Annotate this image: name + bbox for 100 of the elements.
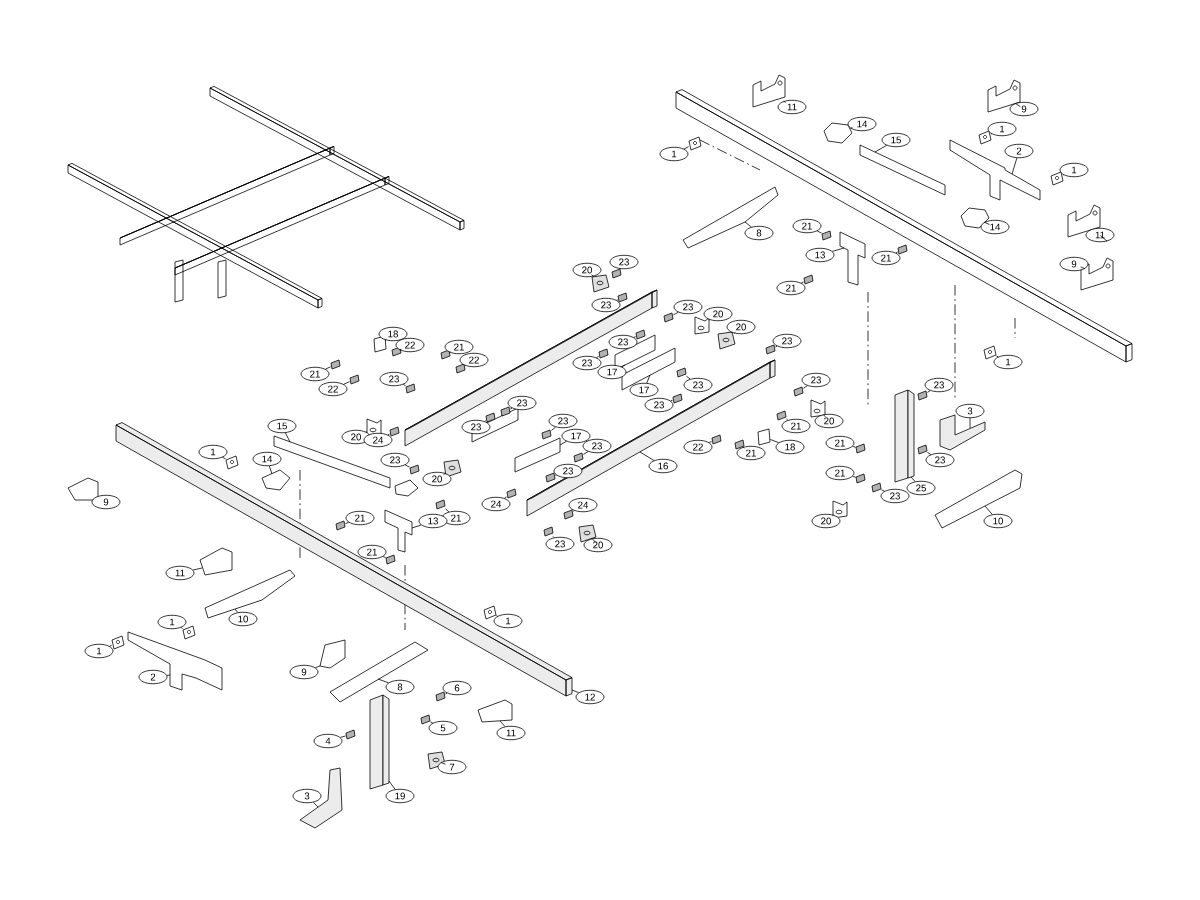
leader-line — [552, 536, 555, 538]
corner-bracket — [694, 316, 710, 335]
leader-line — [881, 489, 885, 492]
slot-nut — [545, 472, 556, 483]
leader-line — [709, 319, 711, 321]
callout-number: 20 — [703, 306, 733, 322]
extrusion-post — [369, 694, 390, 790]
slot-nut — [871, 482, 882, 493]
slot-nut — [855, 473, 866, 484]
mounting-plate — [373, 335, 387, 353]
t-plate — [839, 231, 866, 286]
leader-line — [384, 338, 387, 341]
mounting-bracket — [987, 79, 1021, 113]
slot-nut — [563, 509, 574, 520]
leader-line — [800, 281, 804, 284]
leader-line — [996, 355, 999, 358]
angle-bracket — [1050, 171, 1064, 186]
leader-line — [770, 439, 780, 444]
leader-line — [910, 476, 916, 482]
callout-number: 9 — [1009, 101, 1039, 117]
callout-number: 11 — [1085, 227, 1115, 243]
leader-line — [683, 146, 689, 150]
angle-bracket — [111, 635, 125, 650]
leader-line — [822, 414, 826, 418]
slot-nut — [345, 729, 356, 740]
leader-line — [850, 127, 853, 129]
leader-line — [1100, 234, 1108, 242]
slot-nut — [821, 230, 832, 241]
callout-number: 23 — [925, 452, 955, 468]
leader-line — [984, 505, 993, 515]
leader-line — [832, 247, 845, 252]
leader-line — [744, 221, 752, 228]
leader-line — [803, 385, 808, 389]
leader-line — [708, 441, 712, 443]
callout-number: 8 — [744, 225, 774, 241]
callout-number: 23 — [880, 488, 910, 504]
callout-number: 18 — [378, 326, 408, 342]
callout-number: 9 — [1059, 256, 1089, 272]
leader-line — [365, 431, 367, 433]
leader-line — [583, 451, 589, 455]
slot-nut — [855, 443, 866, 454]
leader-line — [377, 678, 389, 684]
leader-line — [411, 524, 422, 529]
callout-number: 22 — [395, 337, 425, 353]
callout-number: 1 — [1059, 162, 1089, 178]
slot-nut — [793, 386, 804, 397]
callout-number: 23 — [379, 371, 409, 387]
slot-nut — [349, 374, 360, 385]
support-plate — [934, 469, 1023, 529]
leader-line — [927, 452, 932, 455]
leader-line — [555, 474, 557, 477]
foot-bracket — [299, 767, 343, 829]
callout-number: 23 — [772, 333, 802, 349]
leader-line — [404, 464, 410, 468]
callout-number: 4 — [313, 733, 343, 749]
leader-line — [596, 355, 599, 358]
slot-nut — [391, 346, 402, 357]
leader-line — [633, 336, 636, 338]
extrusion-profile — [526, 359, 776, 517]
callout-number: 11 — [496, 725, 526, 741]
leader-line — [646, 374, 651, 384]
callout-number: 23 — [548, 413, 578, 429]
callout-number: 20 — [814, 413, 844, 429]
callout-number: 20 — [726, 319, 756, 335]
leader-line — [180, 627, 183, 629]
slot-nut — [663, 312, 674, 323]
support-plate — [329, 641, 429, 703]
mounting-bracket — [1080, 257, 1114, 291]
leader-line — [445, 508, 450, 513]
callout-number: 23 — [609, 254, 639, 270]
leader-line — [571, 689, 580, 693]
callout-number: 19 — [385, 788, 415, 804]
corner-bracket — [578, 524, 597, 543]
leader-line — [313, 802, 319, 808]
callout-number: 20 — [583, 537, 613, 553]
callout-number: 14 — [847, 116, 877, 132]
corner-bracket — [832, 500, 848, 519]
support-plate — [682, 186, 779, 249]
leader-line — [783, 100, 786, 103]
leader-line — [621, 364, 626, 368]
callout-number: 7 — [437, 759, 467, 775]
callout-number: 20 — [572, 262, 602, 278]
callout-number: 15 — [267, 418, 297, 434]
slot-nut — [611, 268, 622, 279]
slot-nut — [541, 429, 552, 440]
callout-number: 17 — [597, 364, 627, 380]
leader-line — [852, 446, 856, 448]
leader-line — [399, 348, 402, 351]
leader-line — [499, 720, 506, 727]
angle-bracket — [978, 130, 992, 145]
leader-line — [573, 510, 575, 512]
leader-line — [285, 432, 291, 443]
callout-number: 1 — [84, 643, 114, 659]
callout-number: 14 — [980, 219, 1010, 235]
leader-line — [109, 644, 112, 647]
leader-line — [268, 465, 273, 475]
leader-line — [775, 345, 778, 348]
leader-line — [403, 384, 406, 387]
callout-number: 21 — [776, 280, 806, 296]
leader-line — [983, 221, 990, 225]
